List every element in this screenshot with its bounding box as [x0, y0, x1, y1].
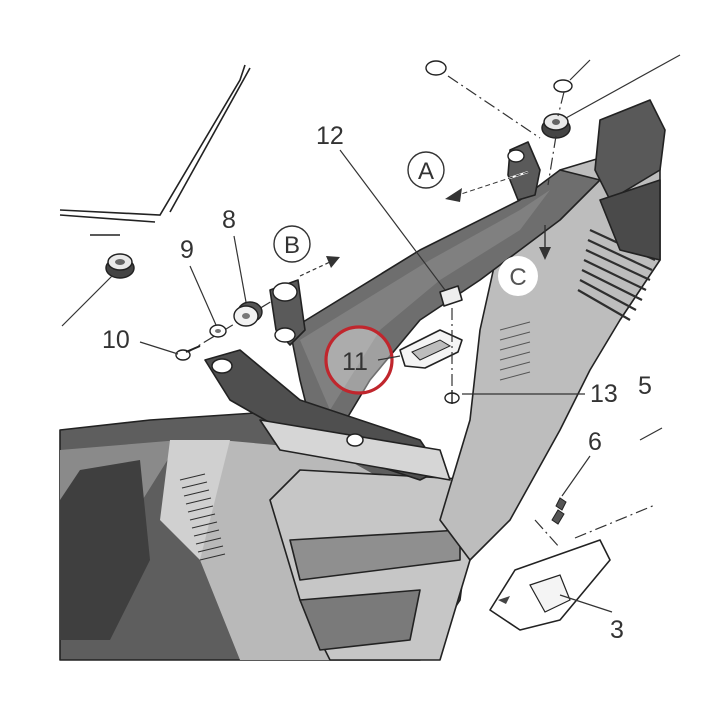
callout-12: 12 — [316, 122, 344, 150]
spring-6 — [534, 455, 656, 549]
highlight-ring — [324, 325, 394, 395]
screw-10 — [175, 345, 201, 361]
callout-6: 6 — [588, 428, 602, 456]
callout-5: 5 — [638, 372, 652, 400]
screw-13 — [444, 308, 585, 404]
marker-c: C — [498, 256, 538, 296]
frame-grip-texture — [499, 321, 531, 381]
washer-9 — [209, 324, 227, 338]
cover-3 — [489, 539, 613, 631]
marker-b: B — [273, 225, 311, 263]
marker-b-label: B — [284, 232, 300, 259]
marker-a: A — [407, 151, 445, 189]
callout-3: 3 — [610, 616, 624, 644]
callout-8: 8 — [222, 206, 236, 234]
lower-bracket — [204, 349, 451, 481]
fastener-stack — [139, 235, 306, 361]
upper-fasteners — [425, 54, 681, 201]
bracket-11 — [399, 329, 463, 369]
spacer-8 — [233, 301, 263, 327]
callout-11: 11 — [342, 348, 368, 376]
windscreen-panel — [59, 64, 251, 236]
clip-12 — [339, 149, 463, 307]
marker-a-label: A — [418, 158, 434, 185]
direction-arrows — [299, 171, 551, 277]
grip-texture — [179, 473, 226, 561]
callout-10: 10 — [102, 326, 130, 354]
marker-c-label: C — [509, 264, 526, 291]
mounting-boss — [269, 279, 306, 346]
pin-5 — [639, 427, 663, 441]
callout-9: 9 — [180, 236, 194, 264]
callout-13: 13 — [590, 380, 618, 408]
left-grommet — [61, 253, 135, 327]
